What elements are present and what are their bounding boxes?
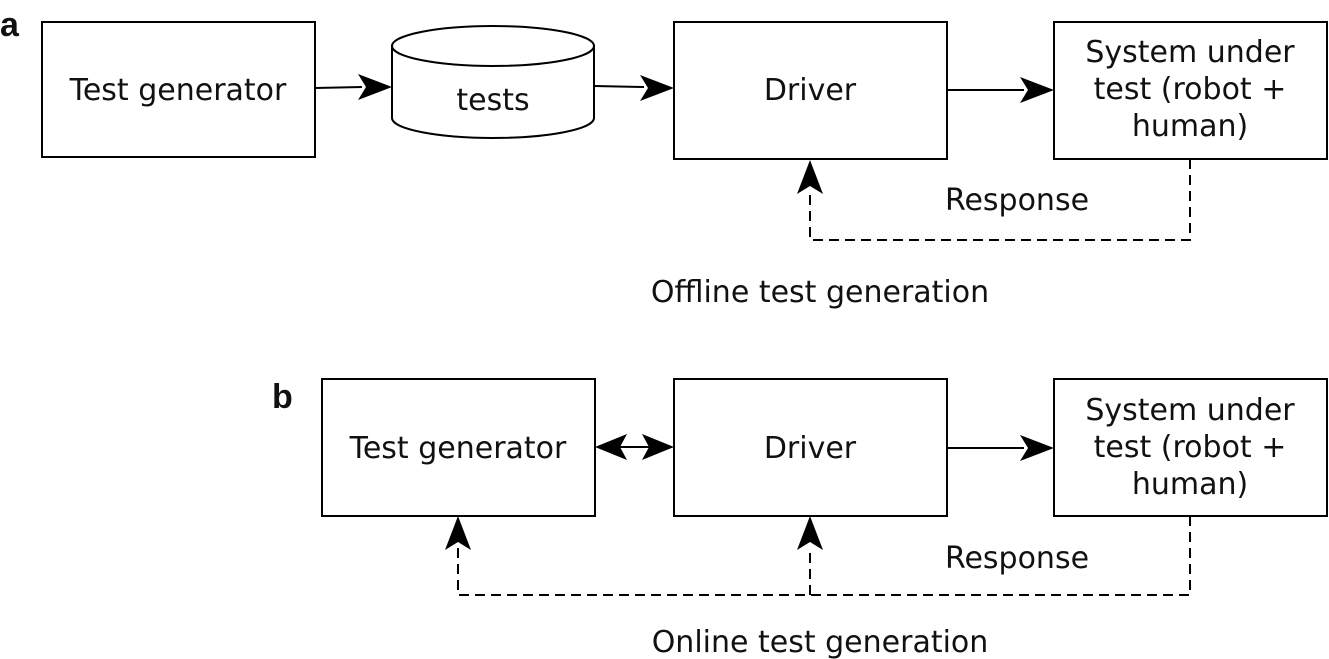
panel-b-driver-label: Driver (764, 431, 857, 466)
panel-a-test-generator-label: Test generator (69, 73, 287, 108)
panel-b-response-feedback (445, 516, 1191, 596)
panel-b-sut-line3: human) (1132, 467, 1248, 502)
panel-b-letter: b (272, 378, 293, 416)
panel-b-arrow-generator-driver-bidirectional (595, 434, 674, 460)
panel-b-driver-box (673, 378, 948, 517)
panel-a-sut-line2: test (robot + (1094, 72, 1287, 107)
panel-a-sut-line1: System under (1085, 35, 1295, 70)
panel-b-response-label: Response (945, 541, 1089, 576)
panel-a-test-generator-box (41, 21, 316, 158)
panel-a-sut-box (1053, 21, 1328, 160)
panel-a-sut-line3: human) (1132, 109, 1248, 144)
panel-a-response-label: Response (945, 183, 1089, 218)
panel-a-tests-label: tests (456, 83, 529, 118)
panel-b-test-generator-box (321, 378, 596, 517)
panel-a-driver-box (673, 21, 948, 160)
panel-a-driver-label: Driver (764, 73, 857, 108)
panel-b-test-generator-label: Test generator (349, 431, 567, 466)
panel-a-caption: Offline test generation (651, 275, 989, 310)
panel-a-letter: a (0, 6, 20, 44)
panel-b-arrow-driver-to-sut (947, 435, 1054, 461)
panel-b-sut-box (1053, 378, 1328, 517)
panel-b-sut-line1: System under (1085, 393, 1295, 428)
panel-a: a Test generator tests Driver System und… (0, 6, 1328, 310)
panel-a-arrow-generator-to-tests (314, 74, 392, 100)
panel-b: b Test generator Driver System under tes… (272, 378, 1328, 659)
panel-b-caption: Online test generation (652, 625, 989, 659)
panel-a-tests-cylinder (391, 25, 595, 139)
panel-b-sut-line2: test (robot + (1094, 430, 1287, 465)
panel-a-response-feedback (797, 159, 1191, 241)
panel-a-arrow-tests-to-driver (593, 75, 674, 101)
panel-a-arrow-driver-to-sut (947, 77, 1054, 103)
